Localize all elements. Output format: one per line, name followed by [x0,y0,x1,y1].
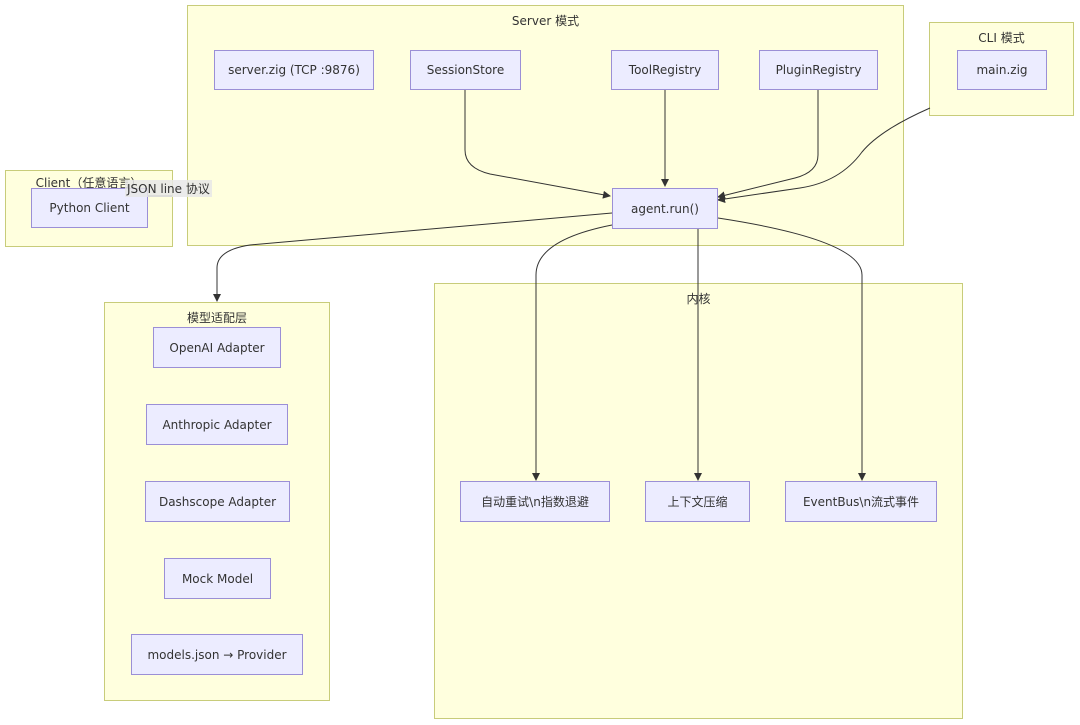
session-store-node[interactable]: SessionStore [410,50,521,90]
openai-adapter-node[interactable]: OpenAI Adapter [153,327,281,368]
server-mode-title: Server 模式 [511,14,580,28]
agent-run-node[interactable]: agent.run() [612,188,718,229]
server-mode-group: Server 模式 [187,5,904,246]
client-group-title: Client（任意语言） [35,176,143,190]
mock-model-node[interactable]: Mock Model [164,558,271,599]
kernel-title: 内核 [686,292,711,306]
anthropic-adapter-node[interactable]: Anthropic Adapter [146,404,288,445]
model-adapter-title: 模型适配层 [186,311,247,325]
json-line-edge-label: JSON line 协议 [125,180,212,197]
eventbus-node[interactable]: EventBus\n流式事件 [785,481,937,522]
cli-mode-title: CLI 模式 [978,31,1025,45]
python-client-node[interactable]: Python Client [31,188,148,228]
cli-mode-group: CLI 模式 [929,22,1074,116]
context-compress-node[interactable]: 上下文压缩 [645,481,750,522]
server-zig-node[interactable]: server.zig (TCP :9876) [214,50,374,90]
tool-registry-node[interactable]: ToolRegistry [611,50,719,90]
dashscope-adapter-node[interactable]: Dashscope Adapter [145,481,290,522]
plugin-registry-node[interactable]: PluginRegistry [759,50,878,90]
models-json-node[interactable]: models.json → Provider [131,634,303,675]
main-zig-node[interactable]: main.zig [957,50,1047,90]
auto-retry-node[interactable]: 自动重试\n指数退避 [460,481,610,522]
